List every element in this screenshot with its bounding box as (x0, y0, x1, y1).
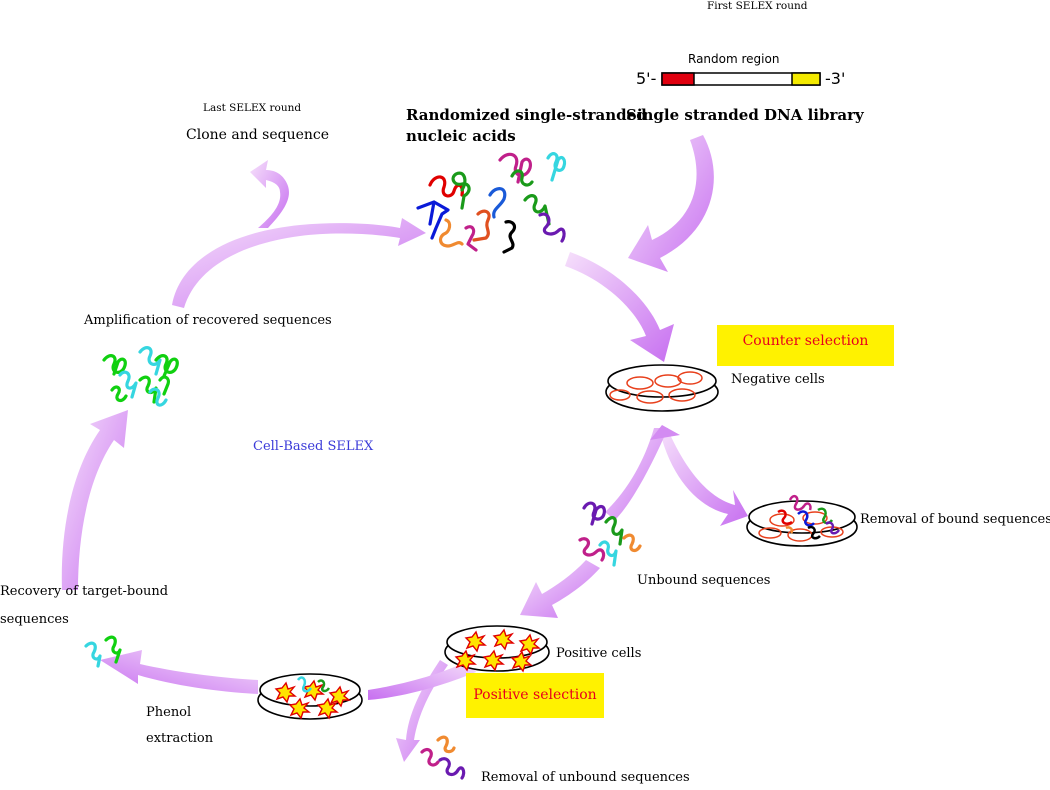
arrow-positive-to-phenol (368, 660, 476, 700)
positive-cells-dish (444, 625, 550, 673)
arrow-to-clone (250, 160, 289, 228)
recovered-strands (84, 635, 122, 668)
arrow-unbound-to-positive (520, 560, 600, 618)
random-region-label: Random region (688, 52, 780, 66)
last-round-label: Last SELEX round (203, 102, 302, 114)
arrow-library-to-pool (628, 135, 714, 272)
removal-unbound-label: Removal of unbound sequences (481, 770, 690, 785)
arrow-negative-to-unbound (605, 425, 680, 520)
unbound-strands (578, 501, 642, 567)
removal-bound-dish (746, 494, 858, 547)
ss-library-label: Single stranded DNA library (626, 106, 864, 124)
random-pool-strands (416, 152, 567, 254)
counter-selection-label: Counter selection (742, 333, 869, 349)
negative-cells-label: Negative cells (731, 372, 825, 387)
arrow-phenol-to-recovery (100, 650, 258, 694)
removed-unbound-strands (420, 735, 466, 780)
arrow-pool-to-negative (565, 252, 674, 362)
amplification-label: Amplification of recovered sequences (84, 313, 332, 328)
first-round-label: First SELEX round (707, 0, 808, 12)
counter-selection-box: Counter selection (717, 325, 894, 366)
randomized-label-line1: Randomized single-stranded (406, 106, 647, 124)
recovery-label-line1: Recovery of target-bound (0, 584, 169, 599)
arrow-negative-to-removal (660, 430, 748, 526)
unbound-label: Unbound sequences (637, 573, 771, 588)
phenol-label-line2: extraction (146, 731, 214, 746)
amplified-strands (102, 346, 179, 407)
positive-cells-label: Positive cells (556, 646, 642, 661)
randomized-label-line2: nucleic acids (406, 127, 516, 145)
arrow-amplification-to-pool (172, 218, 426, 308)
phenol-dish (257, 673, 363, 720)
phenol-label-line1: Phenol (146, 705, 192, 720)
removal-bound-label: Removal of bound sequences (860, 512, 1050, 527)
five-prime-label: 5'- (636, 69, 657, 88)
negative-cells-dish (605, 364, 719, 412)
arrow-recovery-to-amplification (61, 410, 128, 590)
three-prime-label: -3' (825, 69, 846, 88)
random-region-bar (661, 72, 821, 86)
arrow-positive-to-removal-unbound (396, 660, 448, 762)
clone-sequence-label: Clone and sequence (186, 127, 330, 143)
positive-selection-label: Positive selection (473, 687, 597, 703)
cell-based-selex-label: Cell-Based SELEX (253, 439, 374, 454)
positive-selection-box: Positive selection (466, 673, 604, 718)
recovery-label-line2: sequences (0, 612, 69, 627)
